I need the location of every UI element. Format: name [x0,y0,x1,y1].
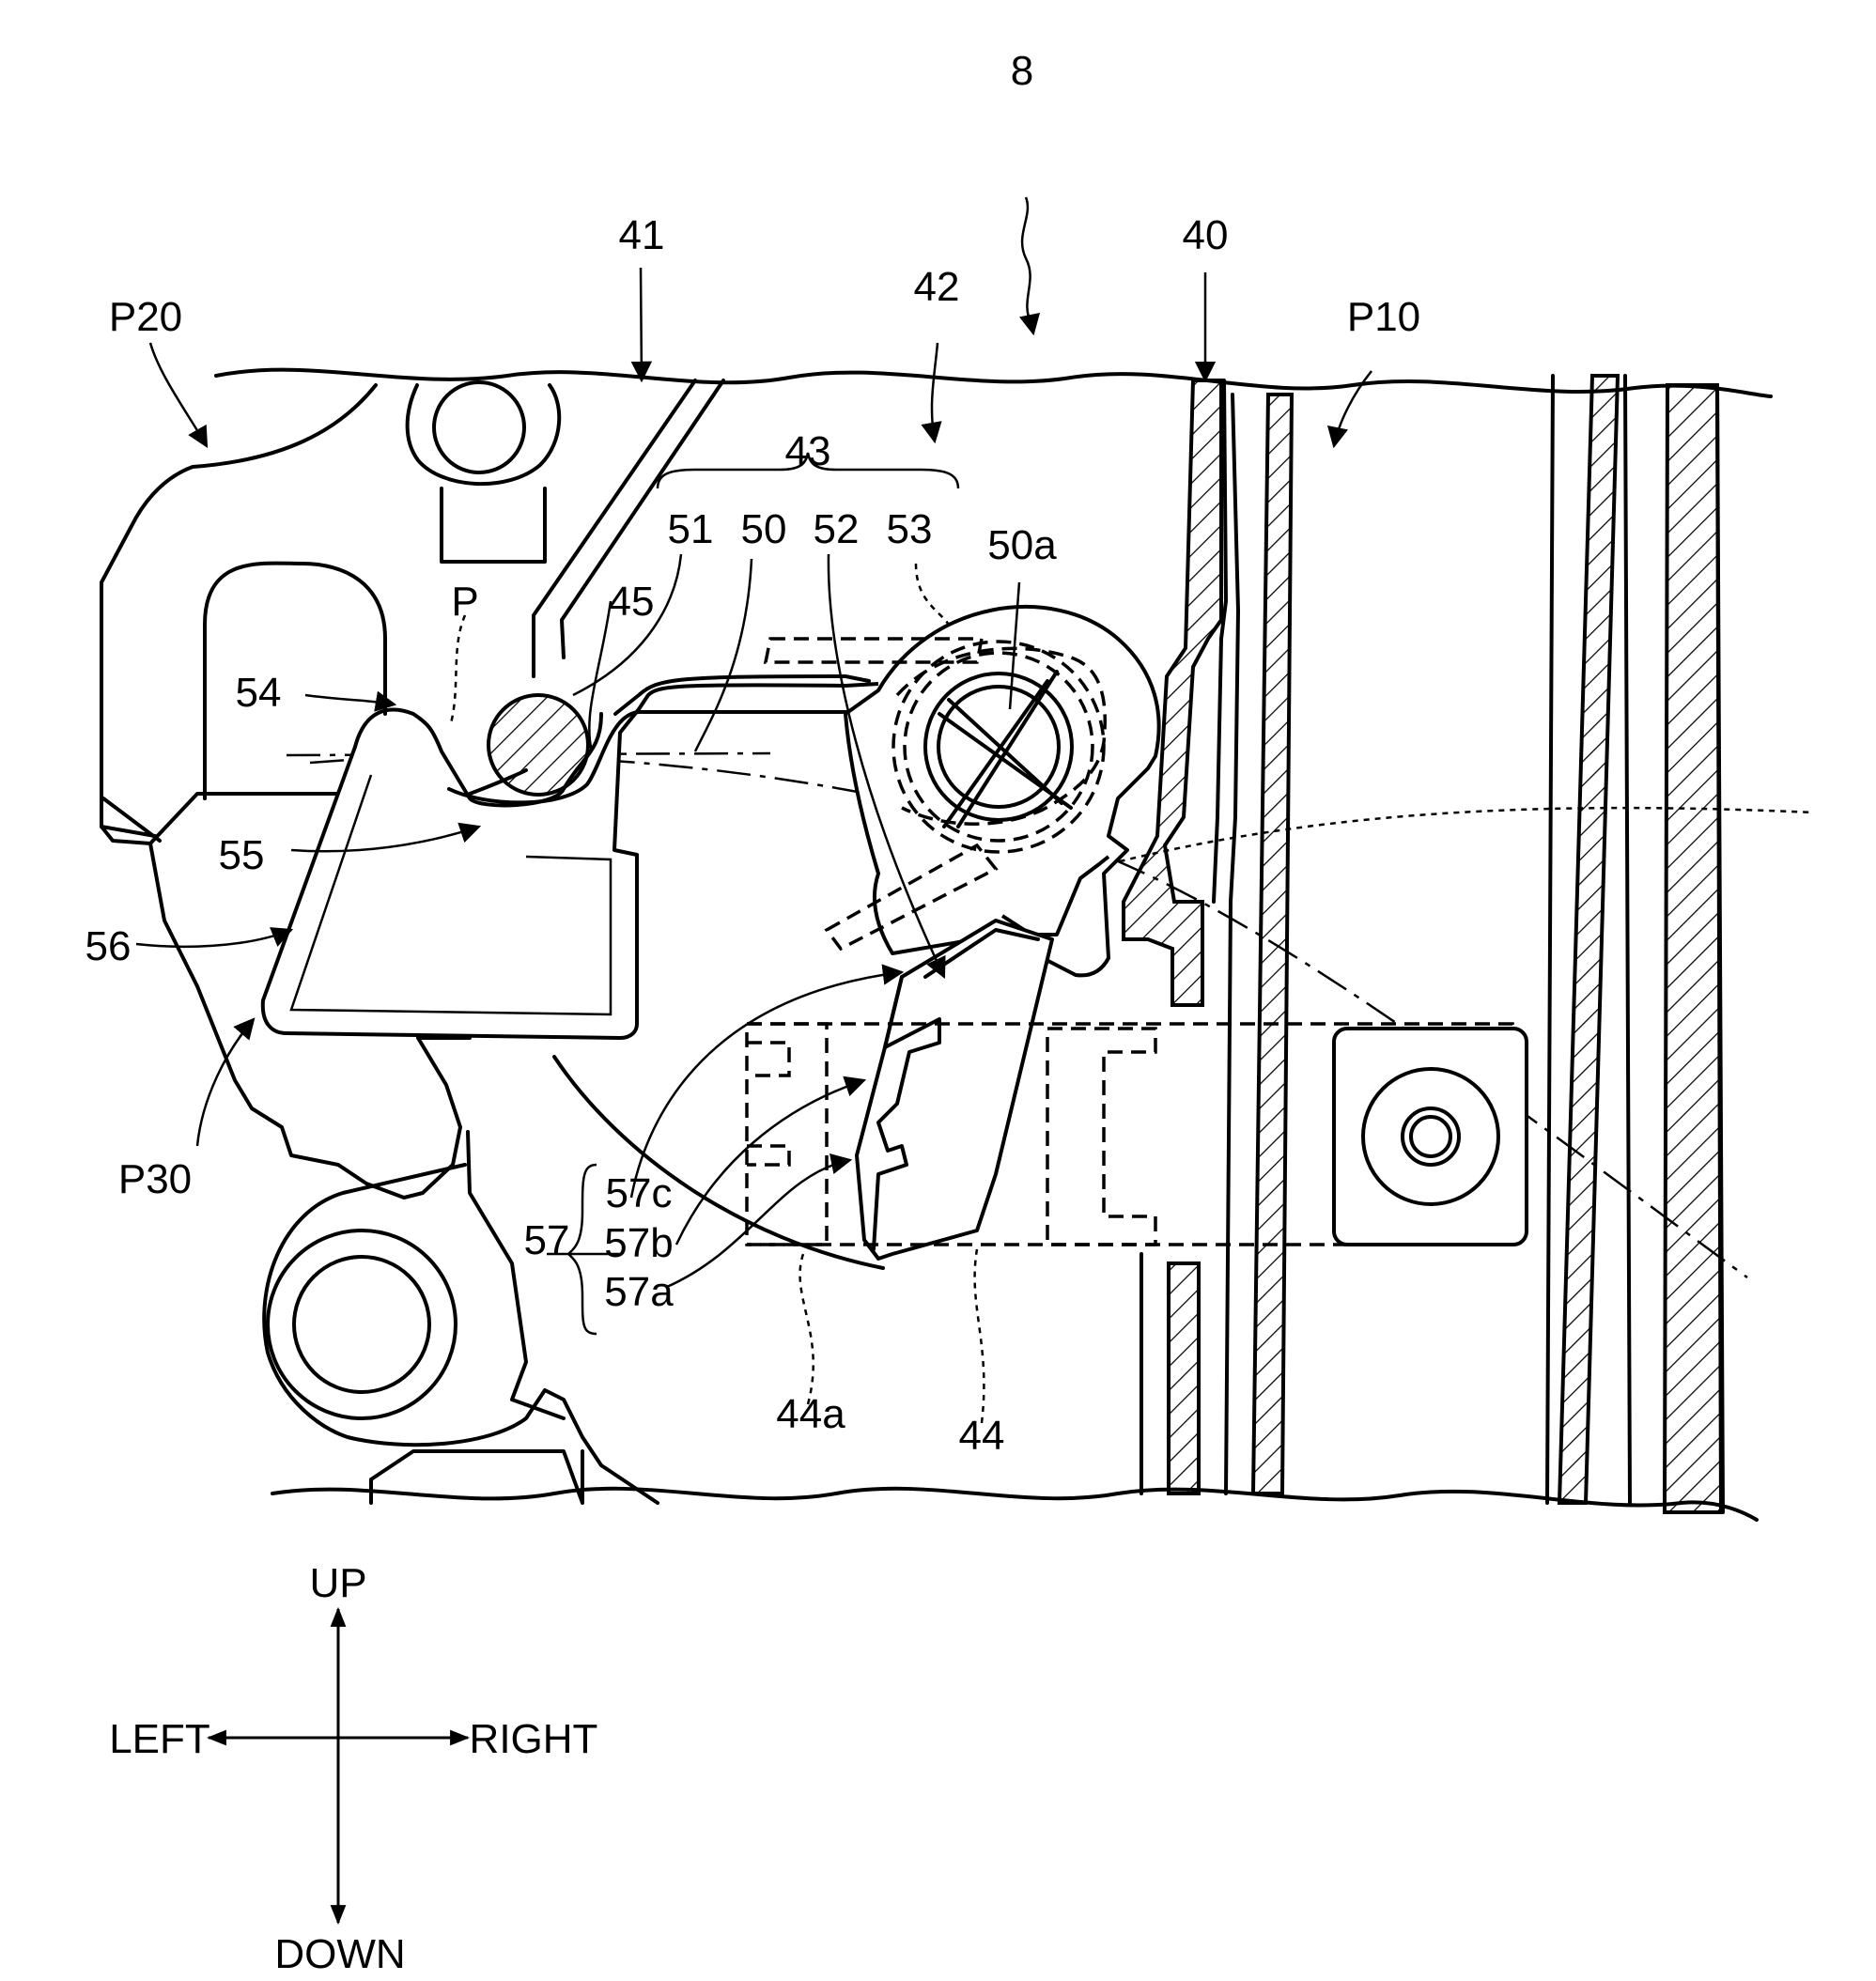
direction-up-label: UP [309,1560,366,1606]
label-57: 57 [524,1217,570,1263]
direction-down-label: DOWN [274,1931,405,1977]
label-55: 55 [219,832,265,878]
label-44a: 44a [776,1391,845,1437]
direction-right-label: RIGHT [470,1716,598,1762]
label-41: 41 [619,212,665,258]
label-51: 51 [668,506,714,552]
wall-40 [1124,376,1723,1512]
label-57b: 57b [604,1220,673,1266]
label-57a: 57a [604,1269,674,1315]
label-42: 42 [914,264,960,310]
label-45: 45 [609,579,655,625]
label-P30: P30 [118,1156,192,1202]
label-50a: 50a [987,522,1057,568]
label-8: 8 [1011,48,1033,94]
label-P10: P10 [1347,294,1420,340]
label-50: 50 [741,506,787,552]
direction-indicator: UP DOWN LEFT RIGHT [109,1560,597,1977]
label-43: 43 [785,428,831,474]
rotating-body-50a [766,607,1159,975]
label-P20: P20 [109,294,182,340]
bottom-break-line [272,1489,1757,1520]
label-P: P [451,579,478,625]
label-44: 44 [959,1413,1005,1459]
label-57c: 57c [606,1170,673,1216]
label-56: 56 [85,923,132,969]
label-40: 40 [1183,212,1229,258]
label-52: 52 [814,506,860,552]
label-54: 54 [236,670,282,716]
direction-left-label: LEFT [109,1716,210,1762]
label-53: 53 [887,506,933,552]
